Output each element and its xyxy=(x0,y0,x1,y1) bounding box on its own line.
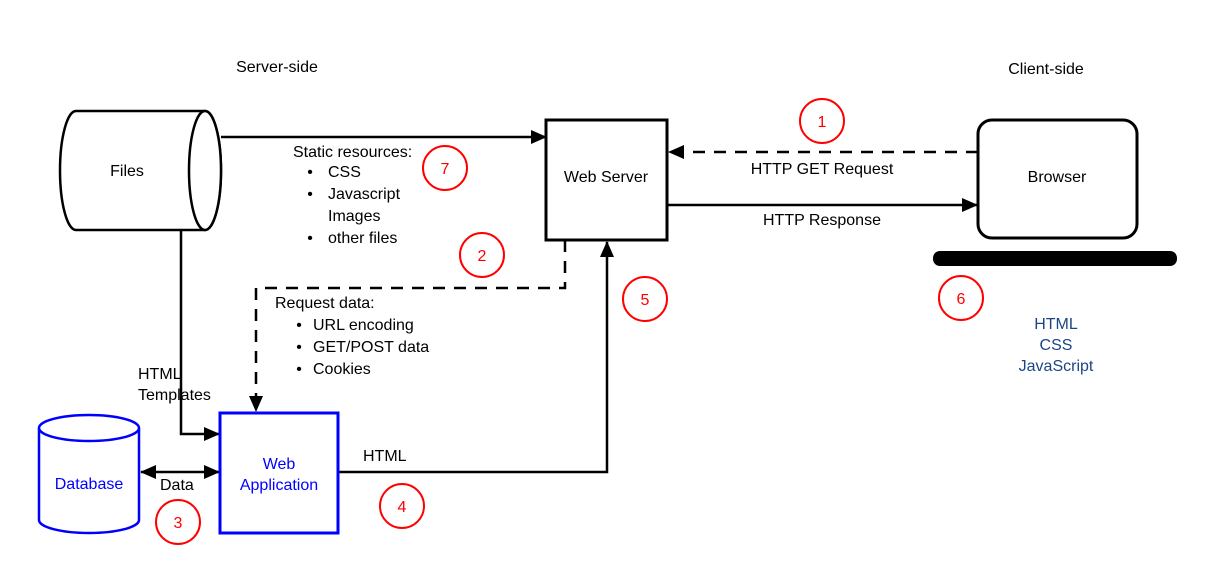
static-resources-item: CSS xyxy=(328,164,361,181)
static-resources-title: Static resources: xyxy=(293,144,412,161)
step-number: 6 xyxy=(957,291,966,308)
step-circle-4: 4 xyxy=(379,483,425,529)
server-side-label: Server-side xyxy=(236,59,318,76)
http-response-label: HTTP Response xyxy=(763,212,881,229)
bullet-icon: • xyxy=(307,230,313,247)
web-server-node: Web Server xyxy=(544,118,669,242)
request-data-item: Cookies xyxy=(313,361,371,378)
request-data-annotation: Request data: • URL encoding • GET/POST … xyxy=(275,295,429,378)
request-data-item: URL encoding xyxy=(313,317,414,334)
static-resources-item: other files xyxy=(328,230,397,247)
database-cylinder: Database xyxy=(37,413,141,535)
http-get-request-label: HTTP GET Request xyxy=(751,161,894,178)
step-circle-1: 1 xyxy=(799,98,845,144)
edge-html-templates xyxy=(179,231,220,441)
request-data-item: GET/POST data xyxy=(313,339,429,356)
laptop-base-shape xyxy=(933,251,1177,266)
data-edge-label: Data xyxy=(160,477,194,494)
edge-request-data-path xyxy=(249,240,567,412)
database-label: Database xyxy=(55,476,124,493)
svg-text:Templates: Templates xyxy=(138,387,211,404)
step-number: 5 xyxy=(641,292,650,309)
client-side-label: Client-side xyxy=(1008,61,1084,78)
bullet-icon: • xyxy=(307,186,313,203)
step-circle-2: 2 xyxy=(459,232,505,278)
client-stack-annotation: HTML CSS JavaScript xyxy=(1019,316,1094,375)
static-resources-item: Images xyxy=(328,208,380,225)
request-data-title: Request data: xyxy=(275,295,375,312)
step-circle-5: 5 xyxy=(622,276,668,322)
client-stack-line: CSS xyxy=(1040,337,1073,354)
web-application-label-line1: Web xyxy=(263,456,296,473)
files-cylinder: Files xyxy=(58,109,223,232)
html-edge-label: HTML xyxy=(363,448,407,465)
html-templates-label: HTML Templates xyxy=(138,366,211,404)
web-application-label-line2: Application xyxy=(240,477,318,494)
bullet-icon: • xyxy=(296,317,302,334)
client-stack-line: HTML xyxy=(1034,316,1078,333)
step-number: 7 xyxy=(441,161,450,178)
cylinder-top-cap xyxy=(37,413,141,443)
files-label: Files xyxy=(110,163,144,180)
step-circle-7: 7 xyxy=(422,145,468,191)
bullet-icon: • xyxy=(307,164,313,181)
client-stack-line: JavaScript xyxy=(1019,358,1094,375)
step-number: 1 xyxy=(818,114,827,131)
static-resources-annotation: Static resources: • CSS • Javascript Ima… xyxy=(293,144,412,247)
svg-text:HTML: HTML xyxy=(138,366,182,383)
web-server-label: Web Server xyxy=(564,169,649,186)
static-resources-item: Javascript xyxy=(328,186,401,203)
bullet-icon: • xyxy=(296,361,302,378)
edge-html-to-webserver xyxy=(338,241,614,474)
step-circle-6: 6 xyxy=(938,275,984,321)
step-number: 2 xyxy=(478,248,487,265)
browser-label: Browser xyxy=(1028,169,1087,186)
cylinder-end-cap xyxy=(187,109,223,232)
step-circle-3: 3 xyxy=(155,499,201,545)
step-number: 4 xyxy=(398,499,407,516)
web-application-node: Web Application xyxy=(218,411,340,535)
browser-node: Browser xyxy=(976,118,1139,240)
bullet-icon: • xyxy=(296,339,302,356)
step-number: 3 xyxy=(174,515,183,532)
